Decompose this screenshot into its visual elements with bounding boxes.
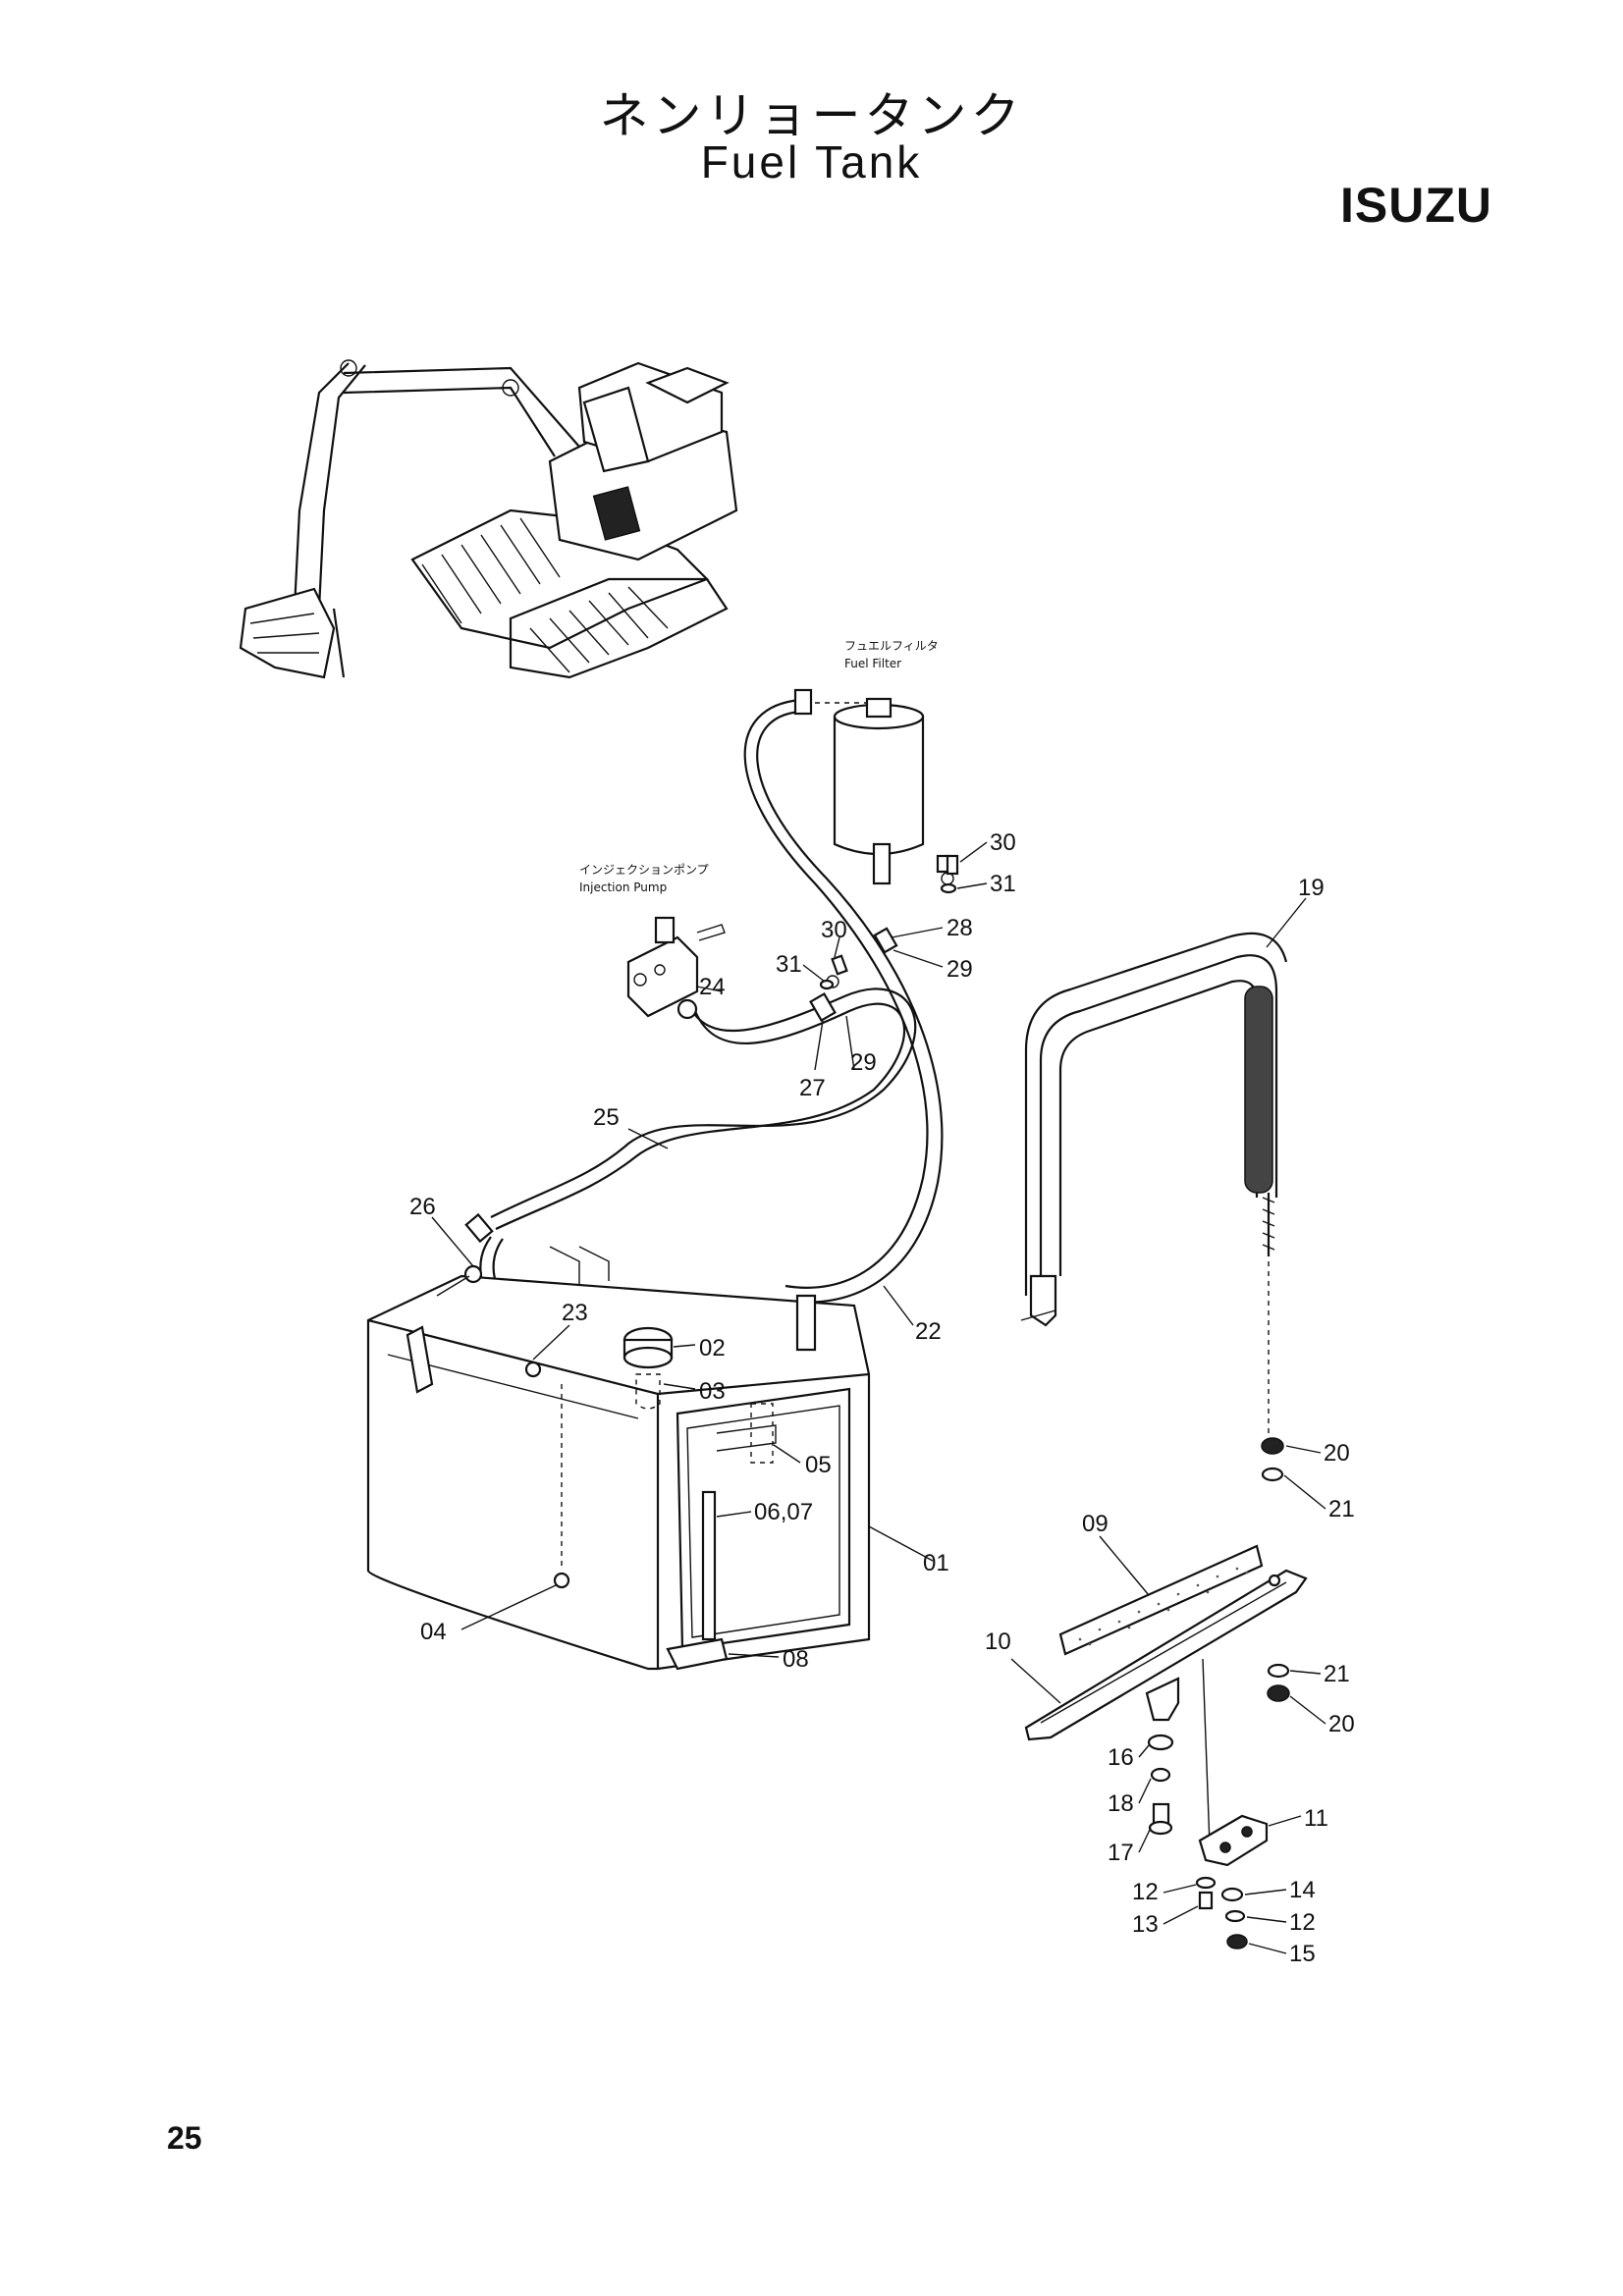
fuel-filter-en-note: Fuel Filter	[844, 657, 901, 670]
callout-09: 09	[1082, 1511, 1109, 1537]
callout-14: 14	[1289, 1877, 1316, 1903]
callout-04: 04	[420, 1619, 447, 1645]
injection-pump-en-note: Injection Pump	[579, 881, 667, 894]
callout-02: 02	[699, 1335, 726, 1362]
callout-29-upper: 29	[947, 956, 973, 983]
callout-12-left: 12	[1132, 1879, 1159, 1905]
callout-20-bottom: 20	[1328, 1711, 1355, 1737]
callout-31-upper: 31	[990, 871, 1016, 897]
callout-05: 05	[805, 1452, 832, 1478]
callout-27: 27	[799, 1075, 826, 1101]
callout-15: 15	[1289, 1941, 1316, 1967]
page-title-japanese: ネンリョータンク	[599, 87, 1024, 144]
fuel-filter-jp-note: フュエルフィルタ	[844, 639, 939, 653]
excavator-overview-illustration	[239, 359, 738, 679]
callout-29-lower: 29	[850, 1049, 877, 1076]
callout-12-right: 12	[1289, 1909, 1316, 1936]
callout-18: 18	[1108, 1790, 1134, 1817]
callout-11: 11	[1304, 1805, 1328, 1832]
callout-10: 10	[985, 1629, 1011, 1655]
callout-20-top: 20	[1324, 1440, 1350, 1467]
callout-13: 13	[1132, 1911, 1159, 1938]
page-number: 25	[167, 2120, 202, 2156]
injection-pump-jp-note: インジェクションポンプ	[579, 863, 709, 877]
callout-08: 08	[783, 1646, 809, 1673]
callout-26: 26	[409, 1194, 436, 1220]
leader-lines	[431, 841, 1326, 1954]
callout-28: 28	[947, 915, 973, 941]
callout-labels: 01 02 03 04 05 06,07 08 09 10 11 12 13 1…	[409, 829, 1355, 1967]
callout-23: 23	[562, 1300, 588, 1326]
fuel-hoses	[464, 688, 954, 1368]
callout-22: 22	[915, 1318, 942, 1345]
hardware-parts	[436, 854, 1290, 1949]
page-title-english: Fuel Tank	[700, 136, 923, 187]
support-bracket-illustration	[1024, 1544, 1308, 1846]
callout-25: 25	[593, 1104, 620, 1131]
foam-pad-texture	[1078, 1567, 1249, 1646]
callout-30-upper: 30	[990, 829, 1016, 856]
fuel-filter-illustration: フュエルフィルタ Fuel Filter	[805, 639, 939, 885]
callout-24: 24	[699, 974, 726, 1000]
callout-31-lower: 31	[776, 951, 802, 978]
callout-21-bottom: 21	[1324, 1661, 1350, 1687]
callout-30-lower: 30	[821, 917, 847, 943]
brand-label: ISUZU	[1340, 178, 1492, 233]
fuel-tank-illustration	[366, 1246, 871, 1671]
injection-pump-illustration: インジェクションポンプ Injection Pump	[579, 863, 726, 1018]
callout-06-07: 06,07	[754, 1499, 813, 1525]
callout-17: 17	[1108, 1840, 1134, 1866]
callout-19: 19	[1298, 875, 1325, 901]
callout-16: 16	[1108, 1744, 1134, 1771]
callout-01: 01	[923, 1550, 949, 1576]
callout-03: 03	[699, 1378, 726, 1405]
tank-strap-illustration	[1020, 932, 1288, 1433]
callout-21-top: 21	[1328, 1496, 1355, 1522]
